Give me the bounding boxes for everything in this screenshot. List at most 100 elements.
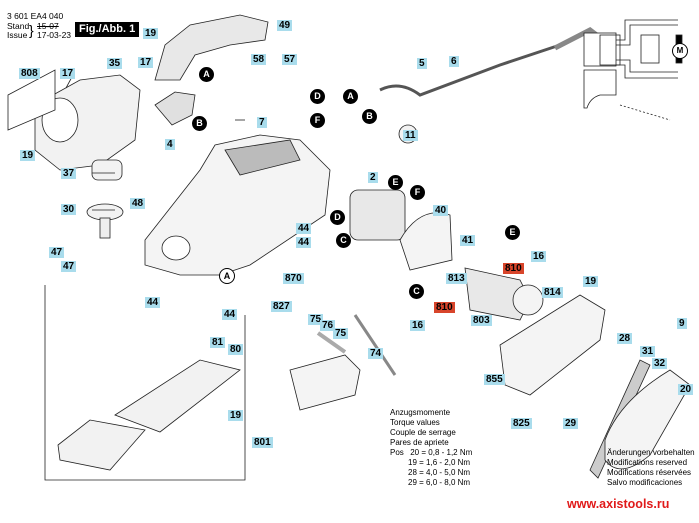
- part-label-47[interactable]: 47: [49, 247, 65, 258]
- part-label-11[interactable]: 11: [403, 130, 418, 141]
- part-label-19[interactable]: 19: [20, 150, 36, 161]
- part-label-40[interactable]: 40: [433, 205, 449, 216]
- part-label-808[interactable]: 808: [19, 68, 40, 79]
- part-label-810-highlighted[interactable]: 810: [503, 263, 524, 274]
- switch-part: [154, 91, 196, 126]
- main-housing-part: [144, 134, 331, 276]
- torque-range: 1,6 - 2,0 Nm: [426, 458, 471, 467]
- part-label-16[interactable]: 16: [410, 320, 426, 331]
- torque-pos: 28: [408, 468, 417, 477]
- part-label-58[interactable]: 58: [251, 54, 267, 65]
- torque-range: 6,0 - 8,0 Nm: [426, 478, 471, 487]
- knob-part: [91, 159, 123, 181]
- stand-label: Stand: [7, 21, 30, 31]
- part-label-6[interactable]: 6: [449, 56, 459, 67]
- part-label-44[interactable]: 44: [296, 223, 312, 234]
- connector-d: D: [310, 89, 325, 104]
- base-plate-part: [114, 359, 241, 433]
- part-label-17[interactable]: 17: [60, 68, 76, 79]
- part-label-76[interactable]: 76: [320, 320, 336, 331]
- part-label-44[interactable]: 44: [222, 309, 238, 320]
- torque-row: 29 = 6,0 - 8,0 Nm: [408, 478, 471, 487]
- part-label-870[interactable]: 870: [283, 273, 304, 284]
- belt-cover-part: [604, 369, 691, 470]
- part-label-810-highlighted[interactable]: 810: [434, 302, 455, 313]
- modifications-es: Salvo modificaciones: [607, 478, 683, 487]
- issue-label: Issue: [7, 30, 28, 40]
- part-label-19[interactable]: 19: [143, 28, 159, 39]
- torque-row: Pos 20 = 0,8 - 1,2 Nm: [390, 448, 473, 457]
- part-label-75[interactable]: 75: [333, 328, 349, 339]
- part-label-825[interactable]: 825: [511, 418, 532, 429]
- torque-pos: 19: [408, 458, 417, 467]
- part-label-31[interactable]: 31: [640, 346, 656, 357]
- part-label-9[interactable]: 9: [677, 318, 687, 329]
- part-label-30[interactable]: 30: [61, 204, 77, 215]
- wiring-diagram: [583, 19, 683, 109]
- part-label-81[interactable]: 81: [210, 337, 226, 348]
- part-number: 3 601 EA4 040: [7, 11, 64, 21]
- part-label-827[interactable]: 827: [271, 301, 292, 312]
- part-label-16[interactable]: 16: [531, 251, 547, 262]
- part-label-20[interactable]: 20: [678, 384, 694, 395]
- torque-range: 4,0 - 5,0 Nm: [426, 468, 471, 477]
- part-label-2[interactable]: 2: [368, 172, 378, 183]
- motor-symbol: M: [672, 43, 688, 59]
- part-label-17[interactable]: 17: [138, 57, 154, 68]
- part-label-80[interactable]: 80: [228, 344, 244, 355]
- connector-b: B: [362, 109, 377, 124]
- part-label-803[interactable]: 803: [471, 315, 492, 326]
- part-label-28[interactable]: 28: [617, 333, 633, 344]
- part-label-75[interactable]: 75: [308, 314, 324, 325]
- part-label-814[interactable]: 814: [542, 287, 563, 298]
- part-label-4[interactable]: 4: [165, 139, 175, 150]
- part-label-813[interactable]: 813: [446, 273, 467, 284]
- website-link[interactable]: www.axistools.ru: [567, 497, 670, 511]
- connector-b: B: [192, 116, 207, 131]
- torque-row: 28 = 4,0 - 5,0 Nm: [408, 468, 471, 477]
- part-label-801[interactable]: 801: [252, 437, 273, 448]
- armature-fan: [512, 284, 544, 316]
- fan-baffle-part: [399, 212, 453, 271]
- base-bracket-801: [44, 285, 246, 481]
- part-label-5[interactable]: 5: [417, 58, 427, 69]
- connector-a: A: [199, 67, 214, 82]
- part-label-49[interactable]: 49: [277, 20, 293, 31]
- issue-value: 17-03-23: [37, 30, 72, 40]
- modifications-fr: Modifications réservées: [607, 468, 692, 477]
- part-label-19[interactable]: 19: [228, 410, 244, 421]
- part-label-37[interactable]: 37: [61, 168, 77, 179]
- part-label-855[interactable]: 855: [484, 374, 505, 385]
- torque-pos: 29: [408, 478, 417, 487]
- connector-f: F: [410, 185, 425, 200]
- connector-f: F: [310, 113, 325, 128]
- part-label-47[interactable]: 47: [61, 261, 77, 272]
- part-label-41[interactable]: 41: [460, 235, 476, 246]
- part-label-32[interactable]: 32: [652, 358, 668, 369]
- part-label-35[interactable]: 35: [107, 58, 123, 69]
- belt-housing-part: [499, 294, 606, 396]
- front-shoe-part: [57, 419, 146, 471]
- part-label-44[interactable]: 44: [296, 237, 312, 248]
- blade-74: [353, 314, 397, 376]
- part-label-44[interactable]: 44: [145, 297, 161, 308]
- part-label-74[interactable]: 74: [368, 348, 384, 359]
- wedge-76: [316, 331, 347, 354]
- torque-title-es: Pares de apriete: [390, 438, 449, 447]
- connector-a-open: A: [219, 268, 235, 284]
- part-label-57[interactable]: 57: [282, 54, 298, 65]
- figure-label: Fig./Abb. 1: [75, 22, 140, 37]
- modifications-en: Modifications reserved: [607, 458, 688, 467]
- modifications-note: Änderungen vorbehalten Modifications res…: [607, 448, 695, 488]
- torque-title-fr: Couple de serrage: [390, 428, 456, 437]
- connector-c: C: [409, 284, 424, 299]
- brace: }: [29, 22, 34, 38]
- handle-grip-part: [224, 139, 301, 176]
- part-label-29[interactable]: 29: [563, 418, 579, 429]
- part-label-48[interactable]: 48: [130, 198, 146, 209]
- part-label-19[interactable]: 19: [583, 276, 599, 287]
- part-label-7[interactable]: 7: [257, 117, 267, 128]
- pos-label: Pos: [390, 448, 404, 457]
- planer-drum-part: [289, 354, 361, 411]
